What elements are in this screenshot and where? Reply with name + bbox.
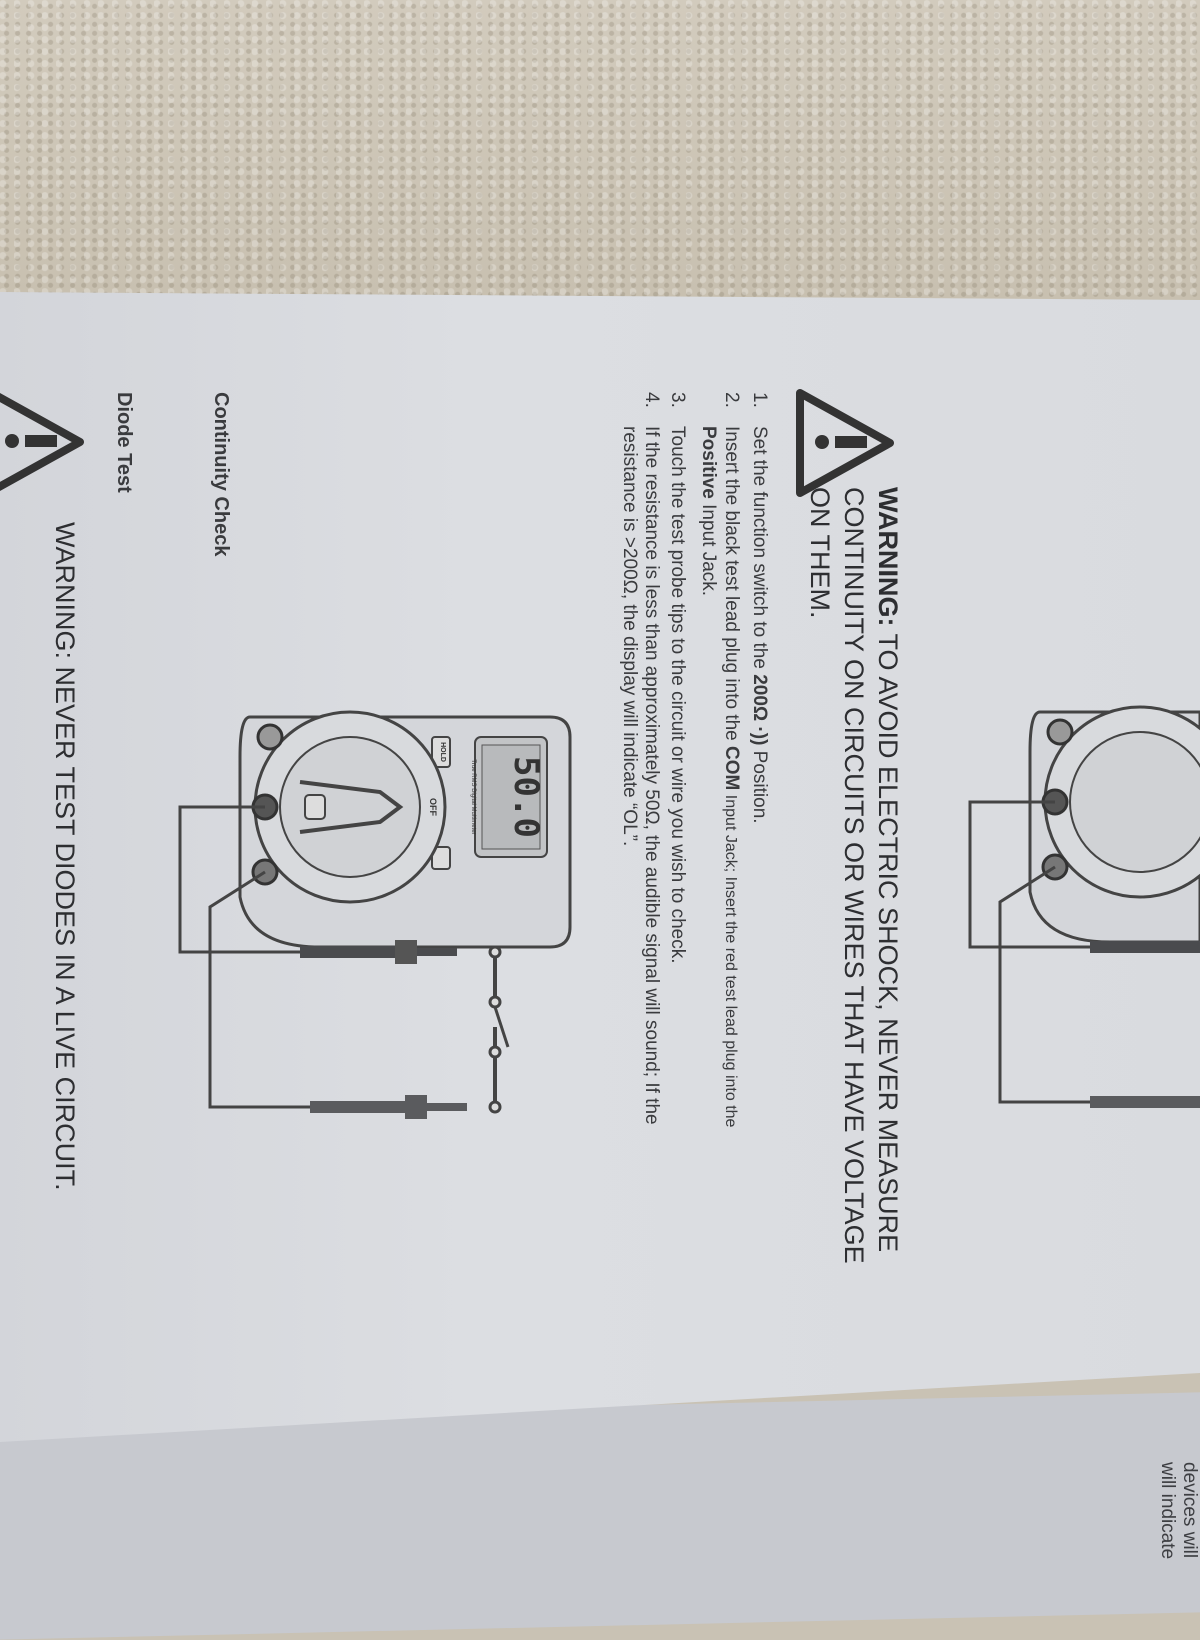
step-3: 3.Touch the test probe tips to the circu… <box>667 392 688 964</box>
carpet-background <box>0 0 1200 300</box>
step-2: 2.Insert the black test lead plug into t… <box>698 392 742 1128</box>
diode-warning: WARNING: NEVER TEST DIODES IN A LIVE CIR… <box>50 522 80 1191</box>
multimeter-diagram-partial <box>968 705 1200 1108</box>
next-page-line-1: devices will <box>1179 1462 1200 1559</box>
step-1: 1.Set the function switch to the 200Ω ·)… <box>749 392 770 824</box>
section-heading-diode: Diode Test <box>113 392 135 493</box>
section-heading-continuity: Continuity Check <box>210 392 232 557</box>
step-4: 4.If the resistance is less than approxi… <box>619 392 662 1125</box>
svg-text:HOLD: HOLD <box>439 742 446 762</box>
continuity-warning: WARNING: TO AVOID ELECTRIC SHOCK, NEVER … <box>805 487 903 1264</box>
multimeter-diagram: 50.0 True RMS Digital Multimeter HOLD OF… <box>178 710 572 1119</box>
svg-text:OFF: OFF <box>428 798 438 816</box>
svg-text:True RMS Digital Multimeter: True RMS Digital Multimeter <box>470 759 476 834</box>
next-page-line-2: will indicate <box>1157 1462 1178 1560</box>
lcd-reading: 50.0 <box>506 756 546 838</box>
manual-page: Continuity Check WARNING: TO AVOID ELECT… <box>0 292 1200 1442</box>
